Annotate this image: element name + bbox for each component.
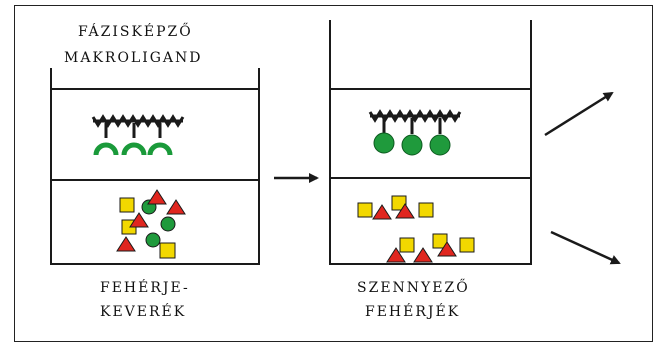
left-ligand xyxy=(91,114,185,156)
yellow-square-icon xyxy=(459,237,475,253)
right-tube xyxy=(329,20,532,265)
red-triangle-icon xyxy=(386,247,406,263)
red-triangle-icon xyxy=(395,203,415,219)
green-circle-icon xyxy=(145,232,161,248)
figure-frame xyxy=(14,5,653,342)
binder-icon xyxy=(121,142,147,156)
right-ligand xyxy=(368,109,462,156)
green-circle-icon xyxy=(401,134,423,156)
bottom-right-label-line1: SZENNYEZŐ xyxy=(357,280,470,296)
yellow-square-icon xyxy=(432,233,448,249)
green-circle-icon xyxy=(373,132,395,154)
protein-mixture xyxy=(116,189,186,259)
red-triangle-icon xyxy=(116,236,136,252)
green-circle-icon xyxy=(429,134,451,156)
red-triangle-icon xyxy=(437,241,457,257)
impurity-proteins xyxy=(357,195,475,263)
red-triangle-icon xyxy=(129,212,149,228)
red-triangle-icon xyxy=(147,189,167,205)
yellow-square-icon xyxy=(391,195,407,211)
top-label-line1: FÁZISKÉPZŐ xyxy=(78,24,193,40)
arrow-down-right-icon xyxy=(550,230,621,265)
yellow-square-icon xyxy=(418,202,434,218)
yellow-square-icon xyxy=(357,202,373,218)
binder-icon xyxy=(93,142,119,156)
red-triangle-icon xyxy=(166,199,186,215)
green-circle-icon xyxy=(160,216,176,232)
arrow-up-right-icon xyxy=(544,91,614,137)
red-triangle-icon xyxy=(413,247,433,263)
left-tube xyxy=(50,68,260,265)
top-label-line2: MAKROLIGAND xyxy=(64,50,203,66)
yellow-square-icon xyxy=(159,242,176,259)
bottom-right-label-line2: FEHÉRJÉK xyxy=(365,304,461,320)
bottom-left-label-line2: KEVERÉK xyxy=(100,304,187,320)
yellow-square-icon xyxy=(399,237,415,253)
zigzag-ligand-icon xyxy=(91,114,185,128)
binder-icon xyxy=(147,142,173,156)
yellow-square-icon xyxy=(119,197,135,213)
red-triangle-icon xyxy=(372,204,392,220)
bottom-left-label-line1: FEHÉRJE- xyxy=(100,280,190,296)
